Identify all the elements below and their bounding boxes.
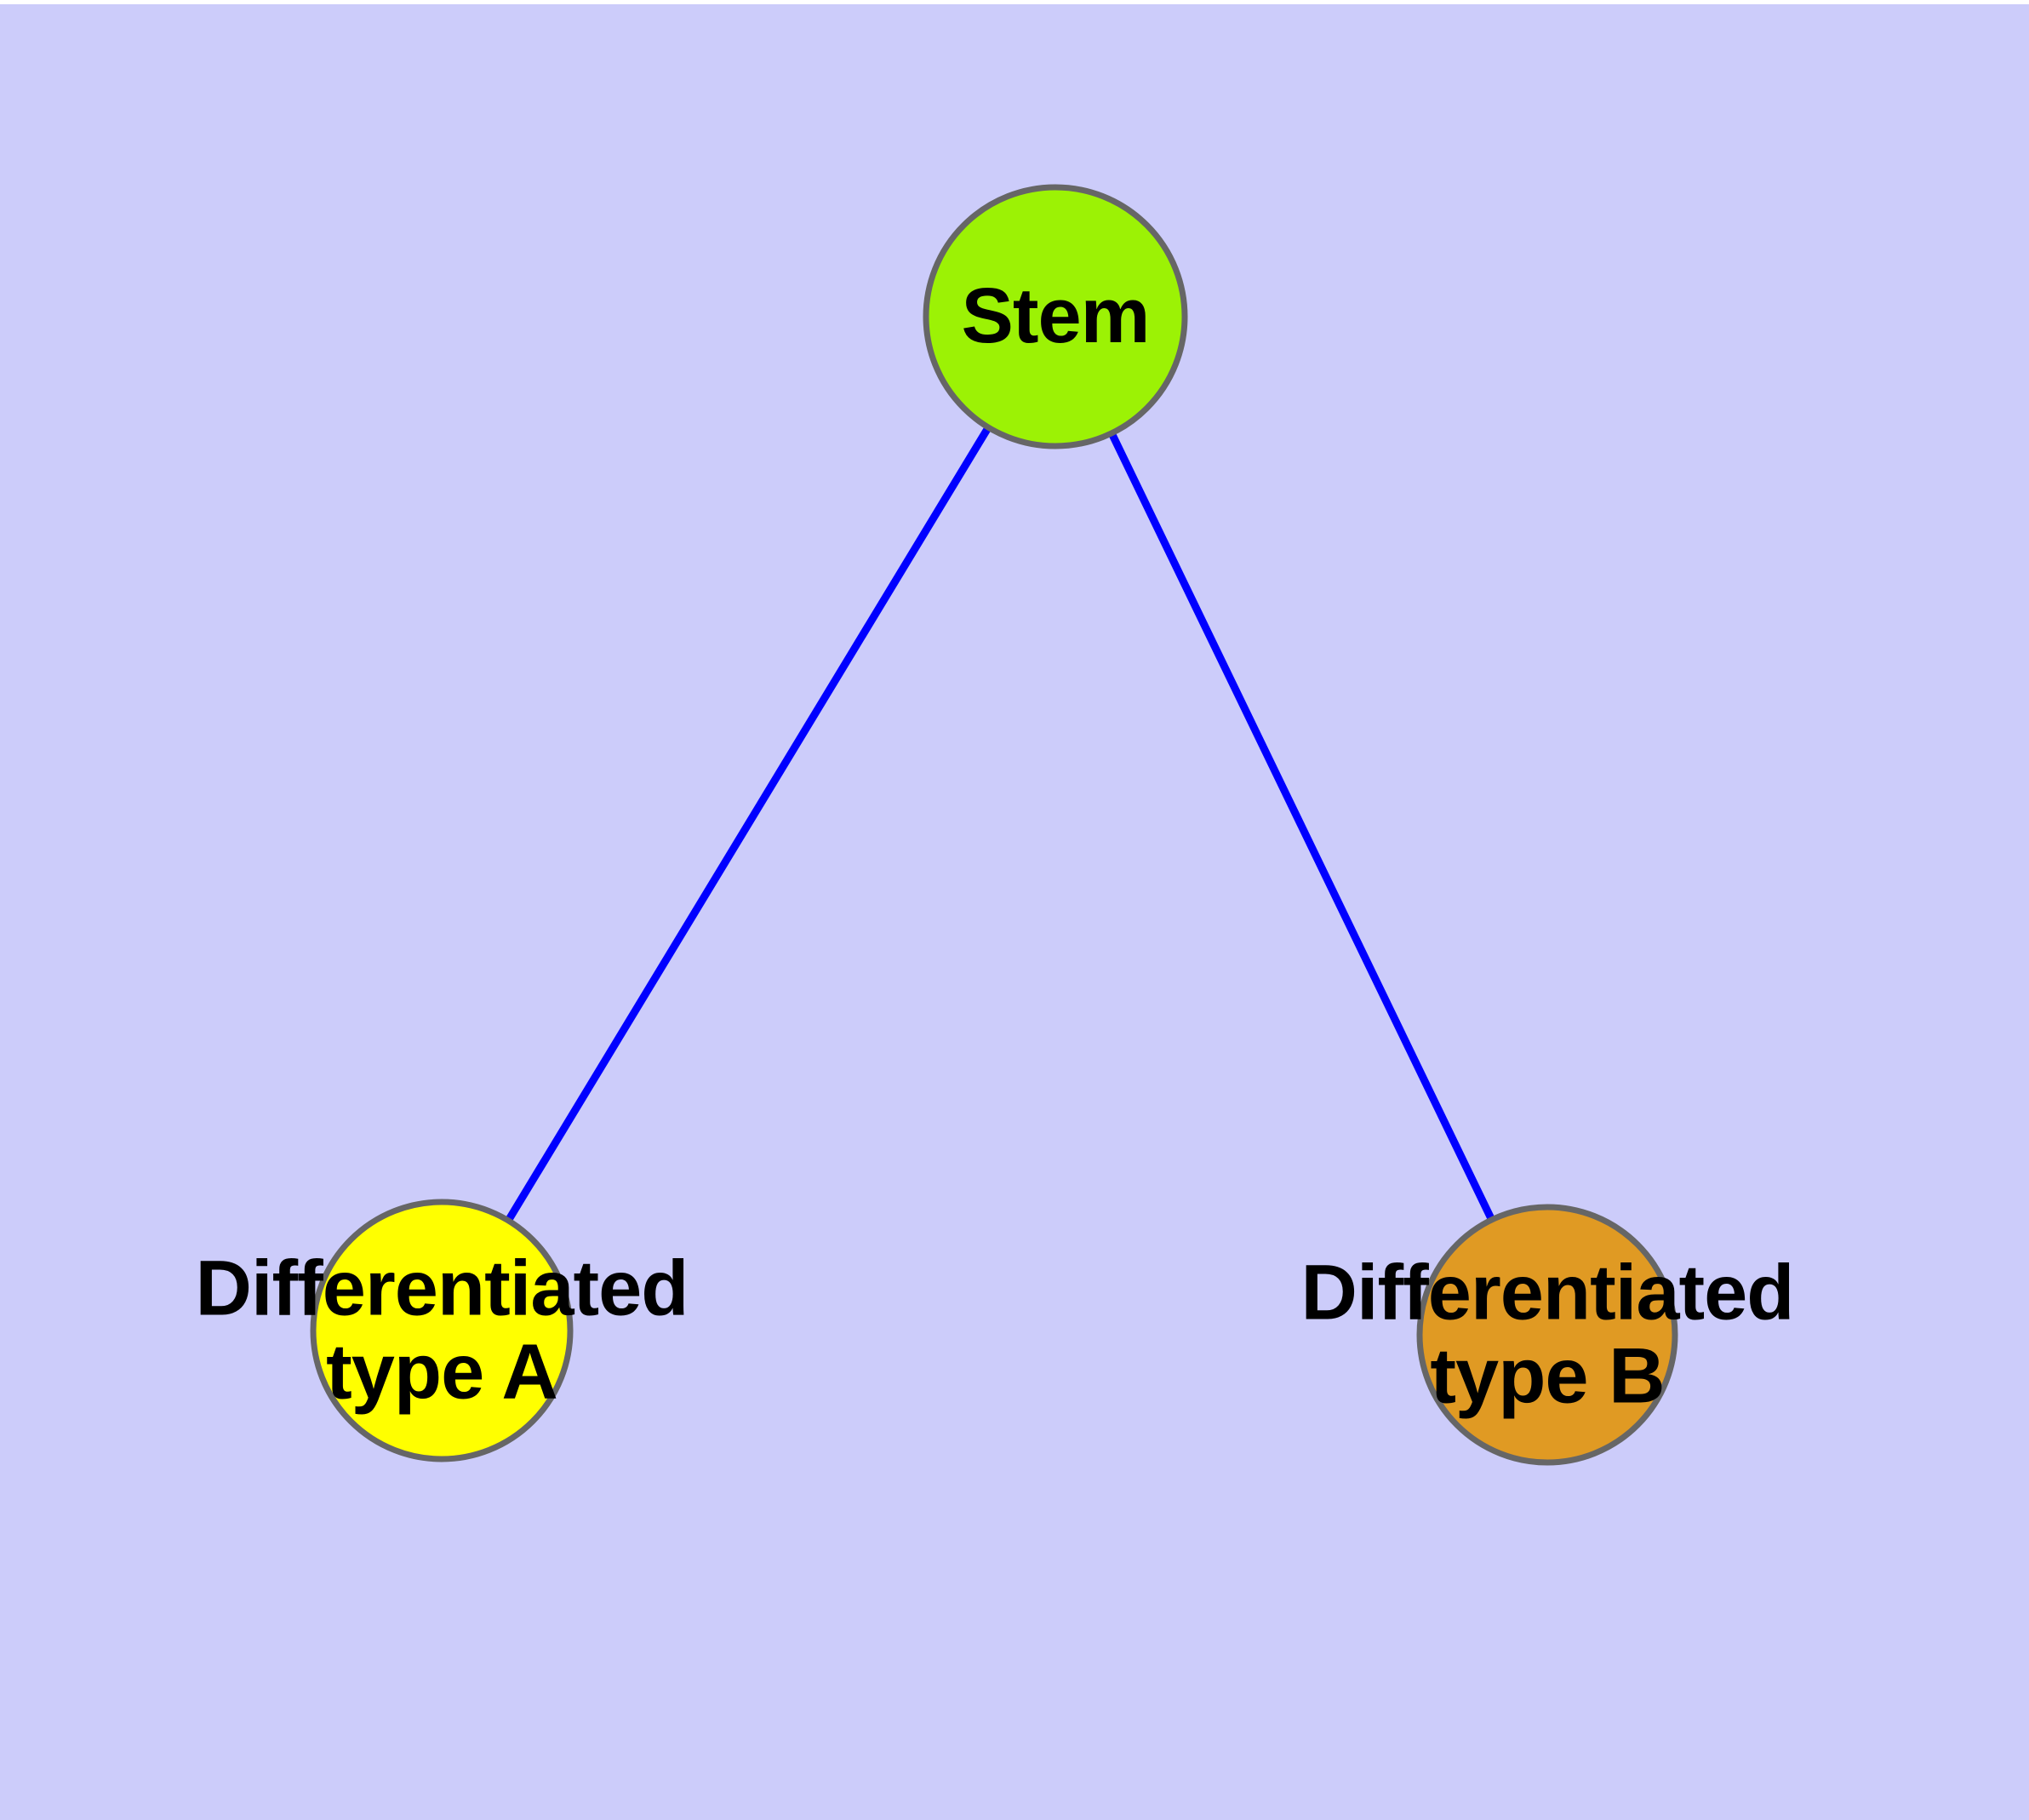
node-circle-diff-b[interactable] [1416,1204,1678,1466]
edges-group [504,423,1496,1224]
node-circle-diff-a[interactable] [310,1199,574,1462]
edge-stem-to-diff-a[interactable] [504,423,993,1224]
edge-stem-to-diff-b[interactable] [1107,430,1496,1223]
node-circle-stem[interactable] [923,184,1188,449]
nodes-group [310,184,1678,1466]
